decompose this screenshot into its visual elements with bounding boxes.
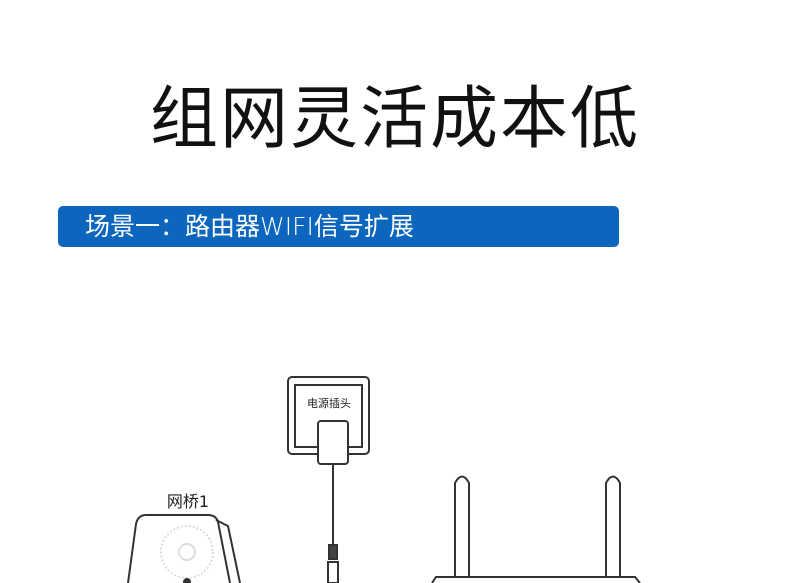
scenario-banner: 场景一：路由器WIFI信号扩展 bbox=[58, 206, 619, 247]
power-socket-icon bbox=[287, 376, 370, 583]
bridge-device-icon bbox=[127, 514, 241, 583]
page-title: 组网灵活成本低 bbox=[149, 80, 640, 159]
router-icon bbox=[431, 475, 641, 583]
scenario-label: 场景一：路由器WIFI信号扩展 bbox=[85, 212, 414, 241]
power-socket-label: 电源插头 bbox=[307, 396, 351, 410]
bridge-label: 网桥1 bbox=[167, 492, 209, 511]
